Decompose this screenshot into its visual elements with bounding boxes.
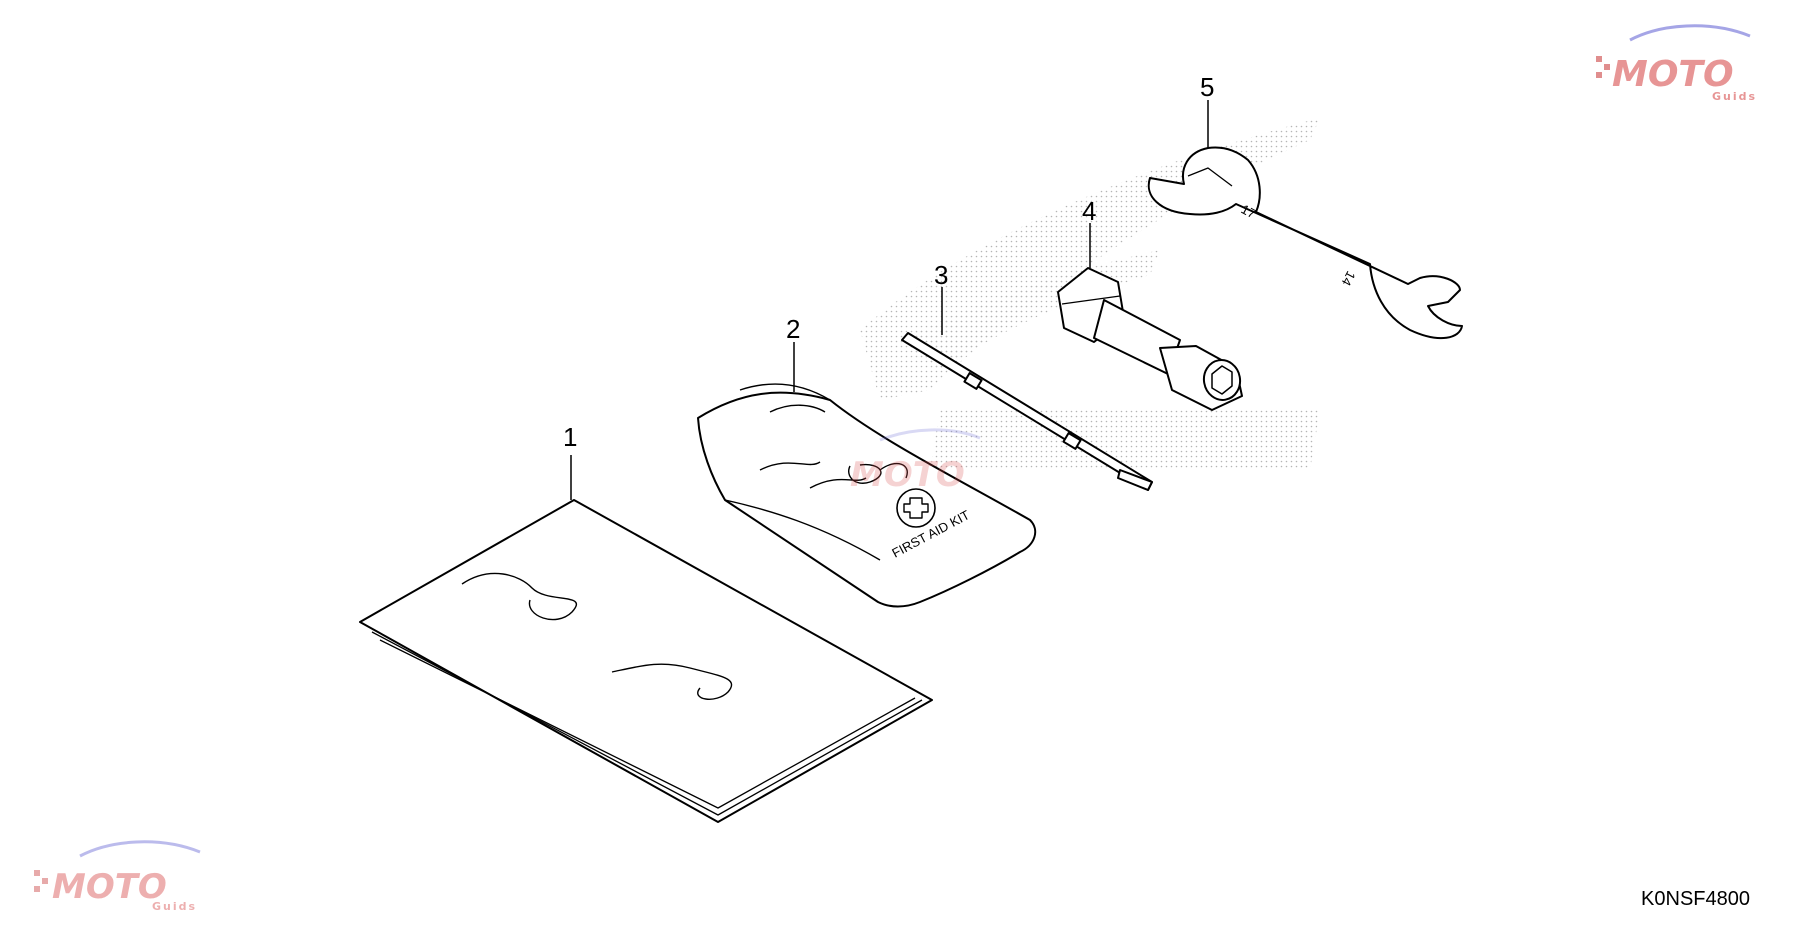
watermark-logo-bottom: MOTO Guids [34, 840, 201, 913]
callout-2: 2 [786, 314, 800, 344]
part-open-end-wrench: 17 14 [1147, 146, 1463, 340]
part-owners-manual-bag [359, 499, 933, 823]
callout-5: 5 [1200, 72, 1214, 102]
wrench-size-large: 17 [1239, 201, 1259, 221]
part-screwdriver [901, 332, 1153, 491]
callout-4: 4 [1082, 196, 1096, 226]
watermark-logo-top: MOTO Guids [1596, 24, 1757, 103]
diagram-code: K0NSF4800 [1641, 888, 1750, 910]
watermark-brand-bottom: MOTO [52, 867, 167, 907]
watermark-sub-bottom: Guids [152, 900, 197, 913]
watermark-logo-center: MOTO [850, 428, 981, 495]
leader-lines [570, 100, 1209, 500]
part-first-aid-kit: FIRST AID KIT [697, 383, 1037, 608]
callout-1: 1 [563, 422, 577, 452]
watermark-brand-top: MOTO [1612, 54, 1734, 95]
callout-3: 3 [934, 260, 948, 290]
watermark-brand-center: MOTO [850, 455, 965, 495]
watermark-sub-top: Guids [1712, 90, 1757, 103]
part-spark-plug-wrench [1057, 267, 1243, 411]
wrench-size-small: 14 [1339, 269, 1359, 289]
